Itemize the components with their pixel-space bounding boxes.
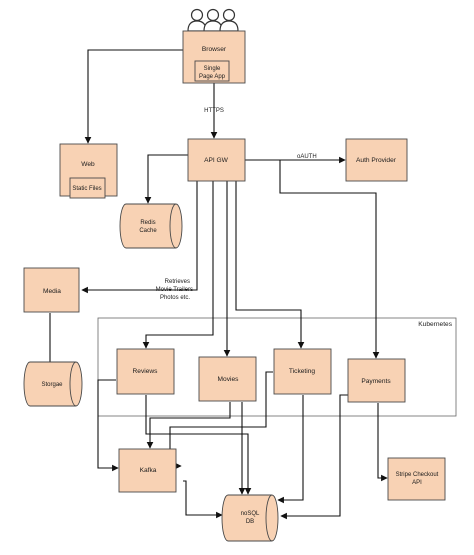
edge-payments-nosql — [280, 394, 348, 520]
media-node: Media — [23, 267, 80, 313]
kubernetes-label: Kubernetes — [418, 321, 452, 328]
spa-node: Single Page App — [194, 60, 230, 82]
edge-label-media-3: Photos etc. — [160, 295, 190, 301]
media-label: Media — [43, 288, 61, 295]
movies-node: Movies — [198, 356, 257, 402]
edge-apigw-redis — [144, 154, 188, 204]
edge-kafka-nosql — [183, 480, 223, 519]
edge-reviews-nosql — [145, 395, 252, 495]
edge-browser-web — [84, 49, 183, 144]
edge-apigw-reviews — [142, 181, 214, 349]
users-icon — [187, 8, 239, 32]
kafka-node: Kafka — [118, 448, 177, 493]
spa-label-2: Page App — [199, 74, 226, 80]
edge-label-oauth: oAUTH — [297, 154, 317, 160]
edge-apigw-payments — [279, 160, 380, 359]
browser-label: Browser — [202, 46, 227, 53]
payments-node: Payments — [347, 358, 406, 403]
auth-provider-label: Auth Provider — [356, 157, 397, 164]
movies-label: Movies — [218, 376, 240, 383]
kubernetes-boundary: Kubernetes — [97, 317, 457, 417]
edge-label-media-2: Movie Trailers — [156, 287, 193, 293]
stripe-node: Stripe Checkout API — [387, 457, 446, 501]
ticketing-label: Ticketing — [289, 368, 315, 375]
edge-movies-kafka — [146, 402, 231, 449]
redis-label-1: Redis — [140, 220, 155, 226]
stripe-label-2: API — [412, 480, 422, 486]
api-gw-node: API GW — [187, 138, 246, 182]
web-label: Web — [81, 161, 95, 168]
redis-label-2: Cache — [139, 228, 157, 234]
edge-label-https: HTTPS — [204, 108, 224, 114]
reviews-node: Reviews — [116, 348, 175, 395]
nosql-db-node: noSQL DB — [221, 494, 279, 542]
reviews-label: Reviews — [133, 368, 159, 375]
edges — [49, 49, 388, 520]
payments-label: Payments — [361, 378, 391, 385]
spa-label-1: Single — [204, 66, 221, 72]
api-gw-label: API GW — [204, 157, 229, 164]
static-files-node: Static Files — [69, 177, 106, 199]
nosql-label-1: noSQL — [241, 511, 260, 517]
nosql-label-2: DB — [246, 519, 254, 525]
edge-reviews-kafka — [97, 379, 119, 472]
ticketing-node: Ticketing — [273, 348, 332, 395]
kafka-label: Kafka — [140, 467, 157, 474]
edge-payments-stripe — [377, 403, 388, 482]
edge-label-media-1: Retrieves — [165, 279, 190, 285]
static-files-label: Static Files — [72, 186, 101, 192]
storage-node: Storgae — [23, 361, 83, 407]
stripe-label-1: Stripe Checkout — [396, 472, 439, 478]
edge-apigw-media — [81, 181, 198, 294]
redis-cache-node: Redis Cache — [119, 203, 183, 249]
edge-ticketing-nosql — [277, 395, 304, 504]
storage-label: Storgae — [41, 382, 63, 388]
edge-apigw-ticketing — [235, 181, 305, 349]
auth-provider-node: Auth Provider — [345, 138, 408, 182]
